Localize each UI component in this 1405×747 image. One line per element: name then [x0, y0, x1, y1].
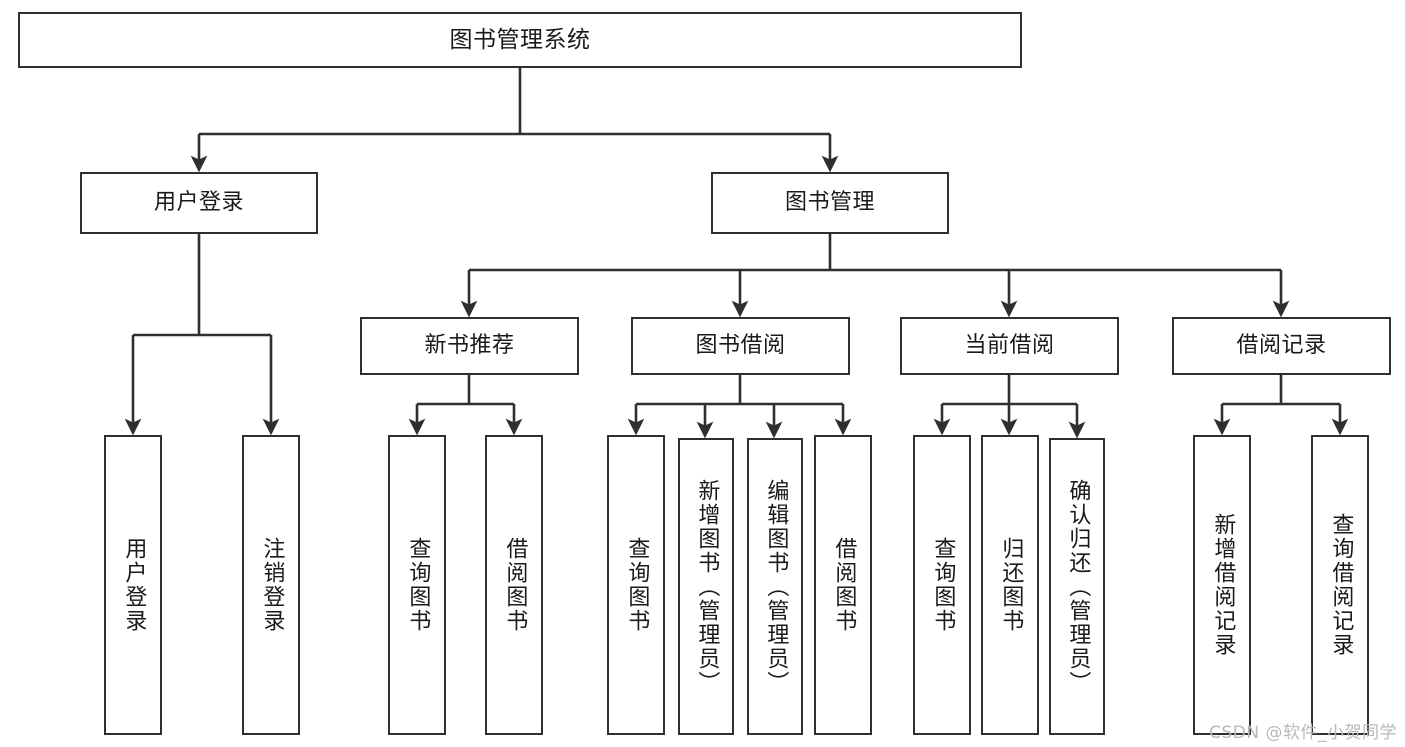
node-leaf-borrow-book-2-label: 借阅图书 [831, 537, 857, 633]
node-leaf-borrow-book-2[interactable]: 借阅图书 [814, 435, 872, 735]
node-leaf-add-book-admin[interactable]: 新增图书（管理员） [678, 438, 734, 735]
node-leaf-query-borrow-record[interactable]: 查询借阅记录 [1311, 435, 1369, 735]
node-leaf-query-borrow-record-label: 查询借阅记录 [1328, 513, 1354, 657]
node-leaf-query-book-3-label: 查询图书 [930, 537, 956, 633]
node-leaf-add-book-admin-label: 新增图书（管理员） [694, 478, 720, 695]
node-leaf-borrow-book-1-label: 借阅图书 [502, 537, 528, 633]
node-leaf-add-borrow-record[interactable]: 新增借阅记录 [1193, 435, 1251, 735]
node-current-borrow-label: 当前借阅 [964, 333, 1055, 359]
node-leaf-user-login[interactable]: 用户登录 [104, 435, 162, 735]
node-current-borrow[interactable]: 当前借阅 [900, 317, 1119, 375]
node-root[interactable]: 图书管理系统 [18, 12, 1022, 68]
node-user-login-label: 用户登录 [153, 190, 244, 216]
node-leaf-add-borrow-record-label: 新增借阅记录 [1210, 513, 1236, 657]
node-leaf-query-book-2-label: 查询图书 [624, 537, 650, 633]
node-user-login[interactable]: 用户登录 [80, 172, 318, 234]
node-leaf-logout-login[interactable]: 注销登录 [242, 435, 300, 735]
node-leaf-query-book-3[interactable]: 查询图书 [913, 435, 971, 735]
node-leaf-return-book[interactable]: 归还图书 [981, 435, 1039, 735]
node-leaf-query-book-1-label: 查询图书 [405, 537, 431, 633]
node-book-borrow-label: 图书借阅 [695, 333, 786, 359]
node-root-label: 图书管理系统 [449, 26, 591, 53]
node-book-management[interactable]: 图书管理 [711, 172, 949, 234]
node-new-book-recommend-label: 新书推荐 [424, 333, 515, 359]
node-leaf-logout-login-label: 注销登录 [259, 537, 285, 633]
csdn-watermark: CSDN @软件_小贺同学 [1209, 723, 1397, 743]
node-leaf-user-login-label: 用户登录 [121, 537, 147, 633]
node-book-borrow[interactable]: 图书借阅 [631, 317, 850, 375]
node-leaf-query-book-1[interactable]: 查询图书 [388, 435, 446, 735]
node-leaf-query-book-2[interactable]: 查询图书 [607, 435, 665, 735]
node-leaf-confirm-return-admin[interactable]: 确认归还（管理员） [1049, 438, 1105, 735]
node-leaf-confirm-return-admin-label: 确认归还（管理员） [1065, 478, 1091, 695]
node-book-management-label: 图书管理 [784, 190, 875, 216]
node-leaf-edit-book-admin[interactable]: 编辑图书（管理员） [747, 438, 803, 735]
node-new-book-recommend[interactable]: 新书推荐 [360, 317, 579, 375]
node-borrow-record-label: 借阅记录 [1236, 333, 1327, 359]
node-borrow-record[interactable]: 借阅记录 [1172, 317, 1391, 375]
node-leaf-edit-book-admin-label: 编辑图书（管理员） [763, 478, 789, 695]
node-leaf-return-book-label: 归还图书 [998, 537, 1024, 633]
node-leaf-borrow-book-1[interactable]: 借阅图书 [485, 435, 543, 735]
